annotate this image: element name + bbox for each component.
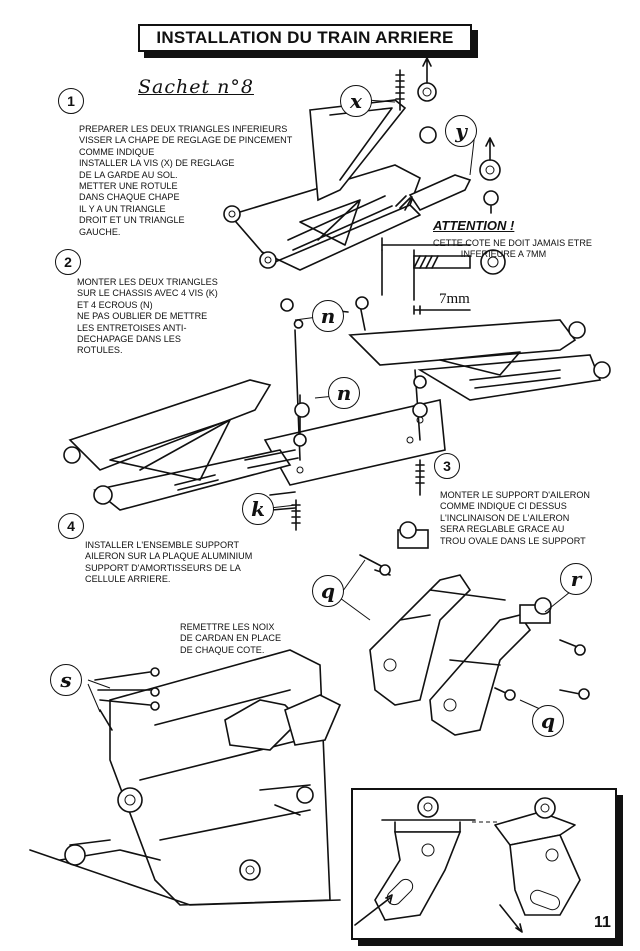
wing-support-drawing — [359, 521, 590, 736]
part-label-y: y — [445, 115, 477, 147]
page-title: INSTALLATION DU TRAIN ARRIERE — [138, 24, 472, 52]
part-label-q-right: q — [532, 705, 564, 737]
rear-cell-assembly-drawing — [29, 649, 342, 906]
lower-triangle-arm-drawing — [223, 57, 501, 271]
step-4-text: INSTALLER L'ENSEMBLE SUPPORT AILERON SUR… — [85, 540, 253, 585]
step-3-text: MONTER LE SUPPORT D'AILERON COMME INDIQU… — [440, 490, 590, 546]
step-2-text: MONTER LES DEUX TRIANGLES SUR LE CHASSIS… — [77, 277, 218, 356]
part-label-r: r — [560, 563, 592, 595]
step-1-badge: 1 — [58, 88, 84, 114]
step-3-badge: 3 — [434, 453, 460, 479]
part-label-s: s — [50, 664, 82, 696]
attention-text: CETTE COTE NE DOIT JAMAIS ETRE INFERIEUR… — [433, 238, 592, 260]
part-label-n-lower: n — [328, 377, 360, 409]
part-label-q-left: q — [312, 575, 344, 607]
page-number: 11 — [594, 914, 611, 931]
attention-detail-drawing — [381, 237, 506, 315]
part-label-n-upper: n — [312, 300, 344, 332]
step-1-text: PREPARER LES DEUX TRIANGLES INFERIEURS V… — [79, 124, 293, 237]
part-label-k: k — [242, 493, 274, 525]
bag-number: Sachet n°8 — [138, 76, 254, 98]
part-label-x: x — [340, 85, 372, 117]
inset-detail — [351, 788, 623, 946]
dimension-label: 7mm — [439, 291, 470, 307]
step-4-badge: 4 — [58, 513, 84, 539]
step-2-badge: 2 — [55, 249, 81, 275]
attention-heading: ATTENTION ! — [433, 218, 515, 233]
cardan-note: REMETTRE LES NOIX DE CARDAN EN PLACE DE … — [180, 622, 282, 655]
chassis-assembly-drawing — [63, 296, 611, 531]
